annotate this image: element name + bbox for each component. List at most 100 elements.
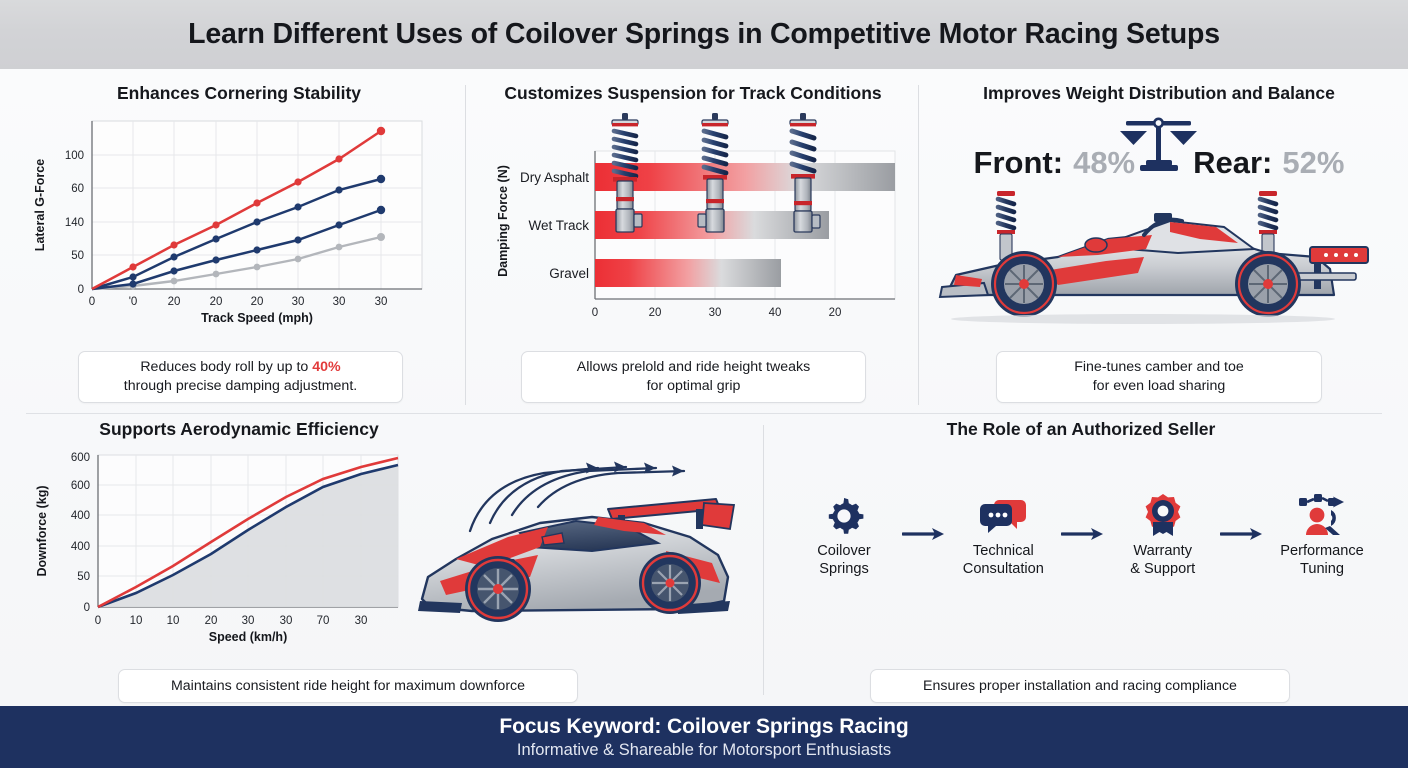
panel-cornering-stability: Enhances Cornering Stability — [14, 83, 464, 408]
panel-suspension-tuning: Customizes Suspension for Track Conditio… — [468, 83, 918, 408]
panel-weight-title: Improves Weight Distribution and Balance — [983, 83, 1335, 103]
sportscar-front-wheel — [465, 556, 531, 622]
panel-cornering-title: Enhances Cornering Stability — [116, 83, 362, 103]
panel-aero-efficiency: Supports Aerodynamic Efficiency — [14, 419, 762, 703]
sportscar-rear-wheel — [639, 552, 701, 614]
cornering-xtick-1: '0 — [129, 296, 138, 308]
flow-step-coilover-springs[interactable]: Coilover Springs — [790, 491, 898, 578]
panel-suspension-title: Customizes Suspension for Track Conditio… — [504, 83, 882, 103]
cornering-xtick-0: 0 — [89, 296, 95, 308]
cornering-ytick-4: 100 — [65, 150, 84, 162]
airflow-arrowheads — [586, 461, 684, 477]
aero-ytick-3: 400 — [71, 510, 90, 522]
aero-caption: Maintains consistent ride height for max… — [118, 669, 578, 703]
front-value: 48% — [1073, 145, 1136, 180]
suspension-bar-dry-asphalt — [595, 163, 895, 191]
aero-xtick-7: 30 — [355, 615, 368, 627]
seller-caption: Ensures proper installation and racing c… — [870, 669, 1290, 703]
flow-step-label-2: Technical Consultation — [962, 543, 1044, 577]
panel-weight-distribution: Improves Weight Distribution and Balance… — [922, 83, 1396, 408]
cornering-caption: Reduces body roll by up to 40% through p… — [78, 351, 403, 403]
suspension-yaxis-title: Damping Force (N) — [496, 165, 510, 277]
weight-balance-row: Front: 48% Rear: 52% — [922, 145, 1396, 181]
aero-ytick-1: 50 — [77, 571, 90, 583]
flow-step-warranty-support[interactable]: Warranty & Support — [1109, 491, 1217, 578]
cornering-line-chart: 0 50 140 60 100 0 '0 20 20 20 30 30 30 T… — [33, 120, 423, 325]
arrow-right-icon-3 — [1217, 491, 1268, 541]
suspension-cat-gravel: Gravel — [549, 266, 589, 281]
flow-step-performance-tuning[interactable]: Performance Tuning — [1268, 491, 1376, 578]
cornering-points-gray — [129, 233, 385, 290]
arrow-right-icon-2 — [1057, 491, 1108, 541]
footer-bar: Focus Keyword: Coilover Springs Racing I… — [0, 706, 1408, 768]
cornering-series-navy-2 — [91, 208, 382, 291]
aero-ytick-4: 600 — [71, 480, 90, 492]
suspension-xtick-3: 40 — [769, 307, 782, 319]
cornering-yaxis-title: Lateral G-Force — [33, 159, 47, 251]
cornering-xtick-7: 30 — [375, 296, 388, 308]
sports-race-car-icon — [418, 461, 736, 622]
seller-caption-text: Ensures proper installation and racing c… — [923, 677, 1237, 694]
cornering-caption-pre: Reduces body roll by up to — [140, 359, 313, 376]
aero-xaxis-title: Speed (km/h) — [209, 630, 288, 644]
formula-race-car-side-icon — [938, 191, 1369, 324]
weight-caption-text: Fine-tunes camber and toe for even load … — [1074, 359, 1244, 394]
airflow-arrows-icon — [468, 465, 686, 533]
gear-icon — [823, 491, 865, 537]
cornering-xtick-3: 20 — [210, 296, 223, 308]
aero-ytick-5: 600 — [71, 452, 90, 464]
coilover-spring-icon-2 — [697, 113, 729, 233]
rear-value: 52% — [1282, 145, 1345, 180]
suspension-xtick-0: 0 — [592, 307, 598, 319]
cornering-ytick-2: 140 — [65, 217, 84, 229]
flow-step-label-1: Coilover Springs — [817, 543, 871, 577]
cornering-ytick-0: 0 — [78, 284, 84, 296]
cornering-ytick-1: 50 — [71, 250, 84, 262]
balance-scale-icon — [1120, 117, 1197, 171]
aero-xtick-1: 10 — [130, 615, 143, 627]
car-rear-coilover-icon — [1257, 191, 1279, 261]
divider-vertical-bottom — [763, 425, 764, 695]
aero-xtick-4: 30 — [242, 615, 255, 627]
divider-horizontal — [26, 413, 1382, 414]
cornering-caption-highlight: 40% — [312, 359, 341, 376]
chat-bubbles-icon — [979, 491, 1027, 537]
flow-step-label-3: Warranty & Support — [1130, 543, 1196, 577]
aero-ytick-2: 400 — [71, 541, 90, 553]
aero-xtick-0: 0 — [95, 615, 101, 627]
flow-step-technical-consultation[interactable]: Technical Consultation — [949, 491, 1057, 578]
panel-aero-title: Supports Aerodynamic Efficiency — [99, 419, 379, 439]
suspension-xtick-2: 30 — [709, 307, 722, 319]
cornering-caption-post: through precise damping adjustment. — [123, 378, 358, 394]
footer-focus-keyword: Focus Keyword: Coilover Springs Racing — [499, 714, 909, 738]
arrow-right-icon-1 — [898, 491, 949, 541]
aero-xtick-2: 10 — [167, 615, 180, 627]
cornering-xtick-2: 20 — [168, 296, 181, 308]
cornering-series-gray — [91, 235, 382, 291]
coilover-spring-icon-1 — [611, 113, 643, 233]
cornering-series-red — [91, 129, 382, 291]
rear-label: Rear: — [1193, 145, 1273, 180]
aero-area-fill — [98, 465, 398, 607]
cornering-series-navy-1 — [91, 177, 382, 291]
performance-tuning-icon — [1298, 491, 1346, 537]
aero-ytick-0: 0 — [84, 602, 90, 614]
footer-subtitle: Informative & Shareable for Motorsport E… — [516, 740, 892, 759]
page-title: Learn Different Uses of Coilover Springs… — [188, 18, 1220, 50]
coilover-spring-icon-3 — [789, 113, 821, 233]
divider-vertical-left — [465, 85, 466, 405]
cornering-ytick-3: 60 — [71, 183, 84, 195]
cornering-points-navy-2 — [129, 205, 386, 288]
car-front-wheel — [991, 251, 1057, 317]
panel-authorized-seller: The Role of an Authorized Seller Coilove… — [766, 419, 1396, 703]
award-badge-icon — [1142, 491, 1184, 537]
cornering-xtick-6: 30 — [333, 296, 346, 308]
car-front-coilover-icon — [995, 191, 1017, 261]
aero-xtick-6: 70 — [317, 615, 330, 627]
aero-series-navy — [97, 463, 399, 609]
cornering-xtick-5: 30 — [292, 296, 305, 308]
aero-xtick-5: 30 — [280, 615, 293, 627]
front-label: Front: — [973, 145, 1064, 180]
cornering-points-navy-1 — [129, 174, 386, 281]
